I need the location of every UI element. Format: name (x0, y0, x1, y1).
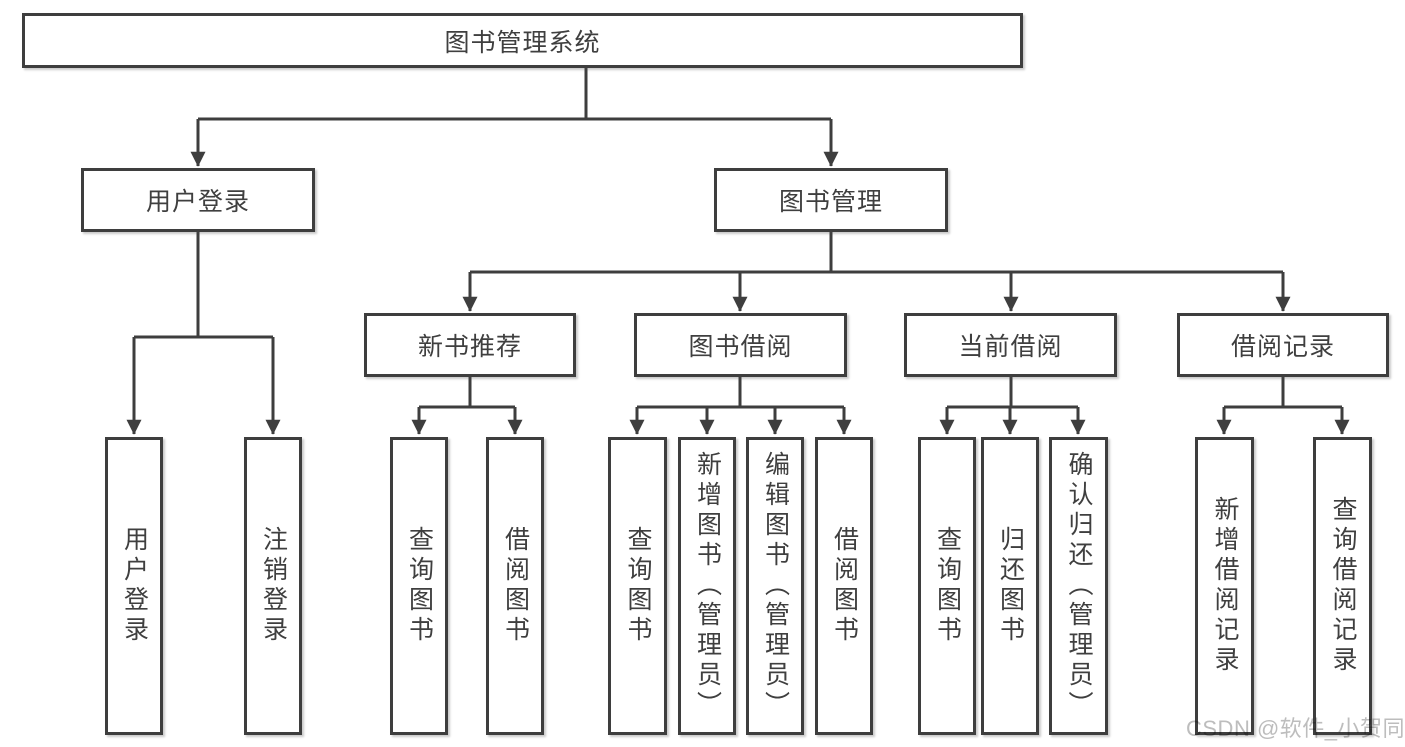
leaf-logout: 注销登录 (244, 437, 302, 735)
leaf-borrow-books: 借阅图书 (815, 437, 873, 735)
leaf-add-book-admin-label: 新增图书（管理员） (693, 451, 722, 721)
leaf-confirm-return-admin-label: 确认归还（管理员） (1065, 451, 1093, 721)
leaf-user-login: 用户登录 (105, 437, 163, 735)
leaf-return-book-label: 归还图书 (996, 526, 1025, 646)
leaf-query-books-borrow: 查询图书 (608, 437, 667, 735)
leaf-return-book: 归还图书 (981, 437, 1039, 735)
node-user-login-label: 用户登录 (145, 188, 250, 216)
node-borrowing-records: 借阅记录 (1177, 313, 1389, 377)
leaf-borrow-books-recommend: 借阅图书 (486, 437, 544, 735)
leaf-borrow-books-recommend-label: 借阅图书 (501, 526, 530, 646)
leaf-query-borrow-record-label: 查询借阅记录 (1329, 496, 1357, 676)
node-library-management-system: 图书管理系统 (22, 13, 1023, 68)
leaf-edit-book-admin-label: 编辑图书（管理员） (761, 451, 790, 721)
csdn-watermark: CSDN @软件_小贺同学 (1186, 716, 1405, 741)
leaf-query-books-current: 查询图书 (918, 437, 976, 735)
leaf-edit-book-admin: 编辑图书（管理员） (746, 437, 804, 735)
node-library-management-system-label: 图书管理系统 (444, 28, 601, 57)
node-current-borrowing: 当前借阅 (904, 313, 1117, 377)
leaf-add-borrow-record: 新增借阅记录 (1195, 437, 1254, 735)
node-book-borrowing-label: 图书借阅 (688, 333, 793, 361)
leaf-query-books-recommend-label: 查询图书 (405, 526, 434, 646)
node-book-management-label: 图书管理 (778, 188, 883, 216)
leaf-query-books-current-label: 查询图书 (933, 526, 962, 646)
leaf-logout-label: 注销登录 (259, 526, 288, 646)
leaf-add-book-admin: 新增图书（管理员） (678, 437, 736, 735)
node-new-book-recommendation-label: 新书推荐 (417, 333, 522, 361)
leaf-query-books-borrow-label: 查询图书 (624, 526, 652, 646)
leaf-query-borrow-record: 查询借阅记录 (1313, 437, 1372, 735)
node-user-login: 用户登录 (81, 168, 315, 232)
node-new-book-recommendation: 新书推荐 (364, 313, 576, 377)
node-book-borrowing: 图书借阅 (634, 313, 847, 377)
node-book-management: 图书管理 (714, 168, 948, 232)
node-current-borrowing-label: 当前借阅 (958, 333, 1063, 361)
leaf-user-login-label: 用户登录 (120, 526, 149, 646)
leaf-borrow-books-label: 借阅图书 (830, 526, 859, 646)
node-borrowing-records-label: 借阅记录 (1230, 333, 1335, 361)
leaf-confirm-return-admin: 确认归还（管理员） (1049, 437, 1108, 735)
leaf-query-books-recommend: 查询图书 (390, 437, 448, 735)
leaf-add-borrow-record-label: 新增借阅记录 (1211, 496, 1239, 676)
